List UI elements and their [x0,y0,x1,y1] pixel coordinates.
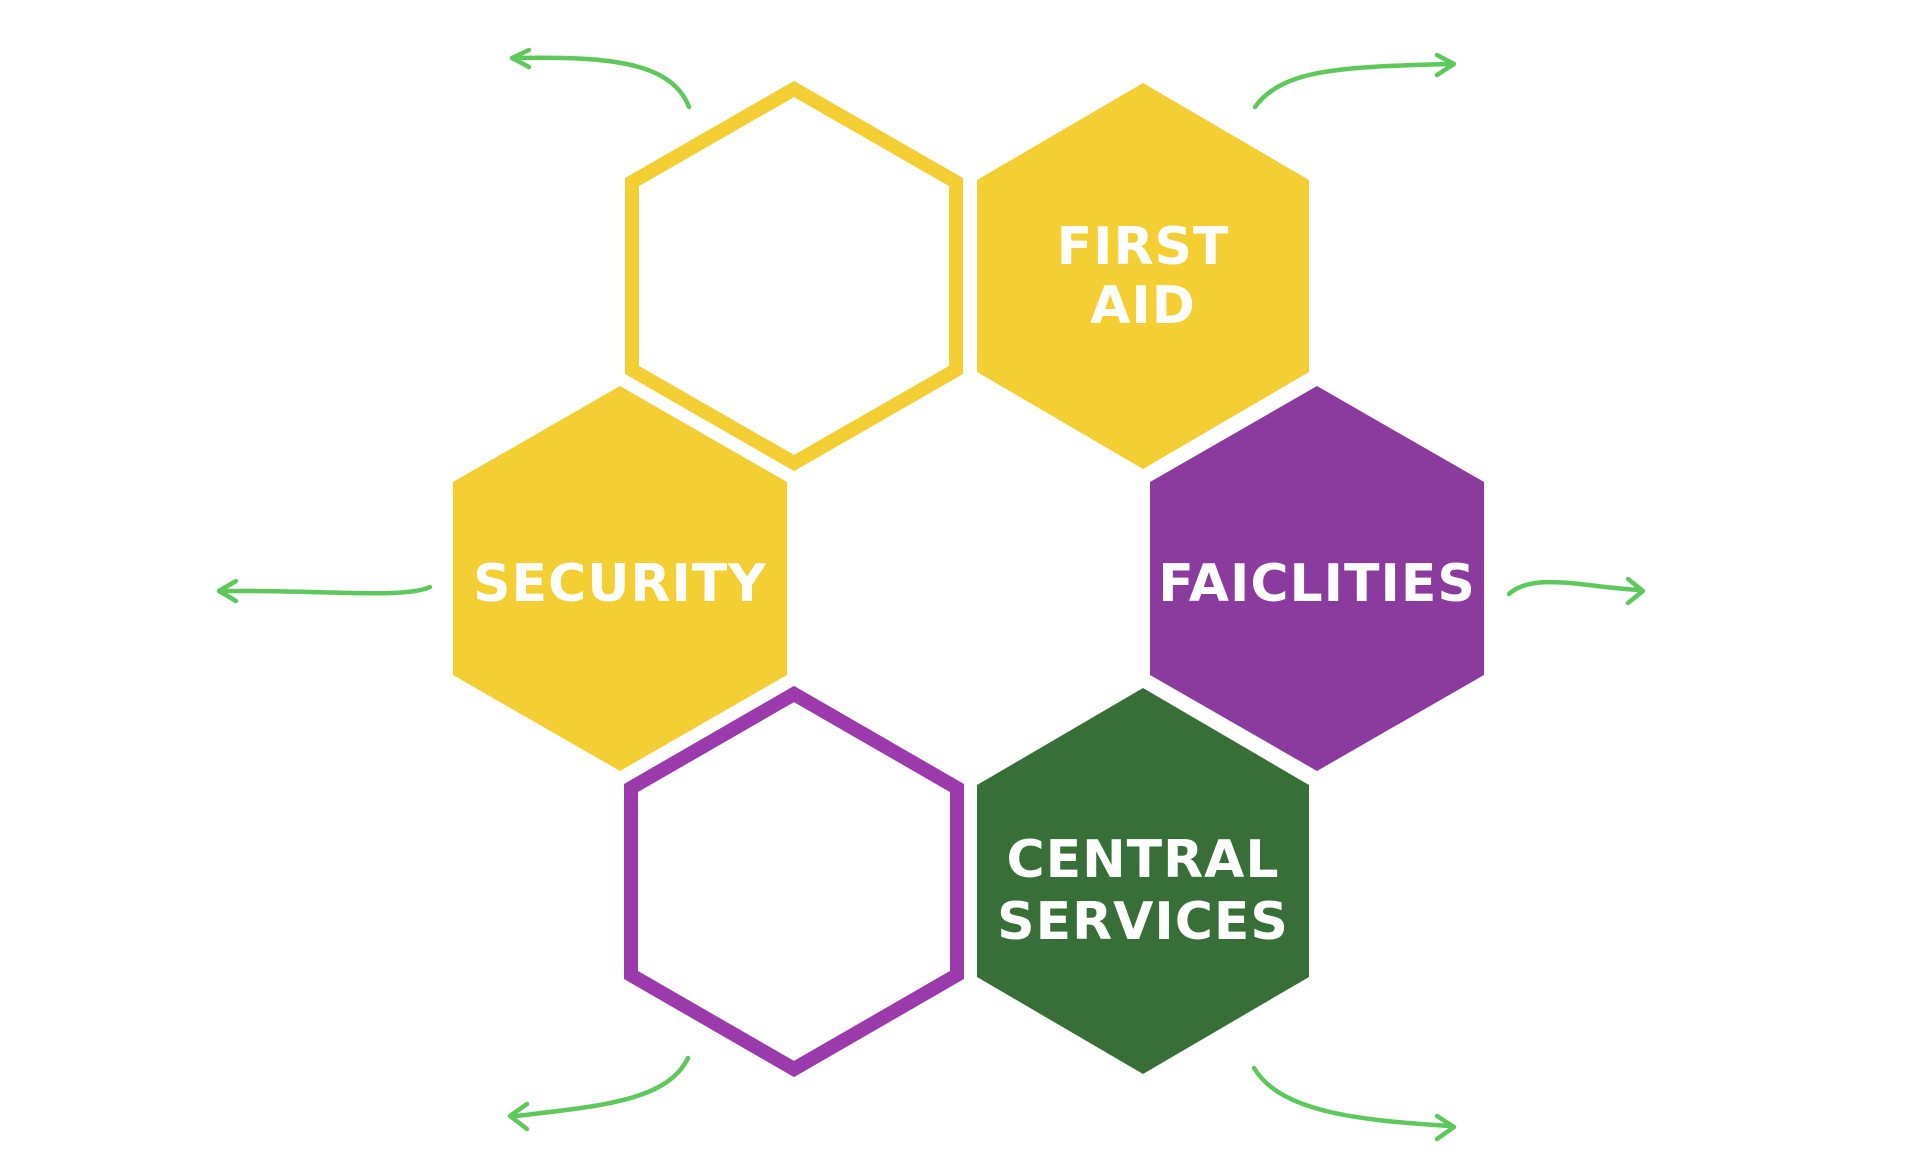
curved-arrow-icon [216,578,433,604]
hexagon-label-line: FIRST [1057,217,1230,277]
curved-arrow-icon [509,47,692,110]
curved-arrow-icon [1251,1065,1457,1142]
curved-arrow-icon [507,1055,691,1132]
curved-arrow-icon [1252,52,1457,110]
curved-arrow-icon [1506,576,1646,606]
hexagon-shape [624,685,964,1078]
hexagon-central-services: CENTRAL SERVICES [977,688,1309,1074]
hexagon-first-aid: FIRST AID [977,83,1309,469]
hexagon-shape [977,688,1309,1074]
hexagon-security: SECURITY [453,386,787,771]
hexagon-facilities: FAICLITIES [1150,386,1484,771]
hexagon-bottom-left-outline [624,685,964,1078]
hexagon-shape [625,80,963,472]
hexagon-shape [977,83,1309,469]
hexagon-shape [453,386,787,771]
hexagon-label-line: FAICLITIES [1158,554,1476,614]
hexagon-shape [1150,386,1484,771]
hexagon-label-line: SERVICES [997,892,1289,952]
hexagon-label-line: SECURITY [473,554,767,614]
hexagon-label-line: CENTRAL [1006,830,1279,890]
hexagon-label-line: AID [1090,276,1196,336]
hexagon-top-left-outline [625,80,963,472]
